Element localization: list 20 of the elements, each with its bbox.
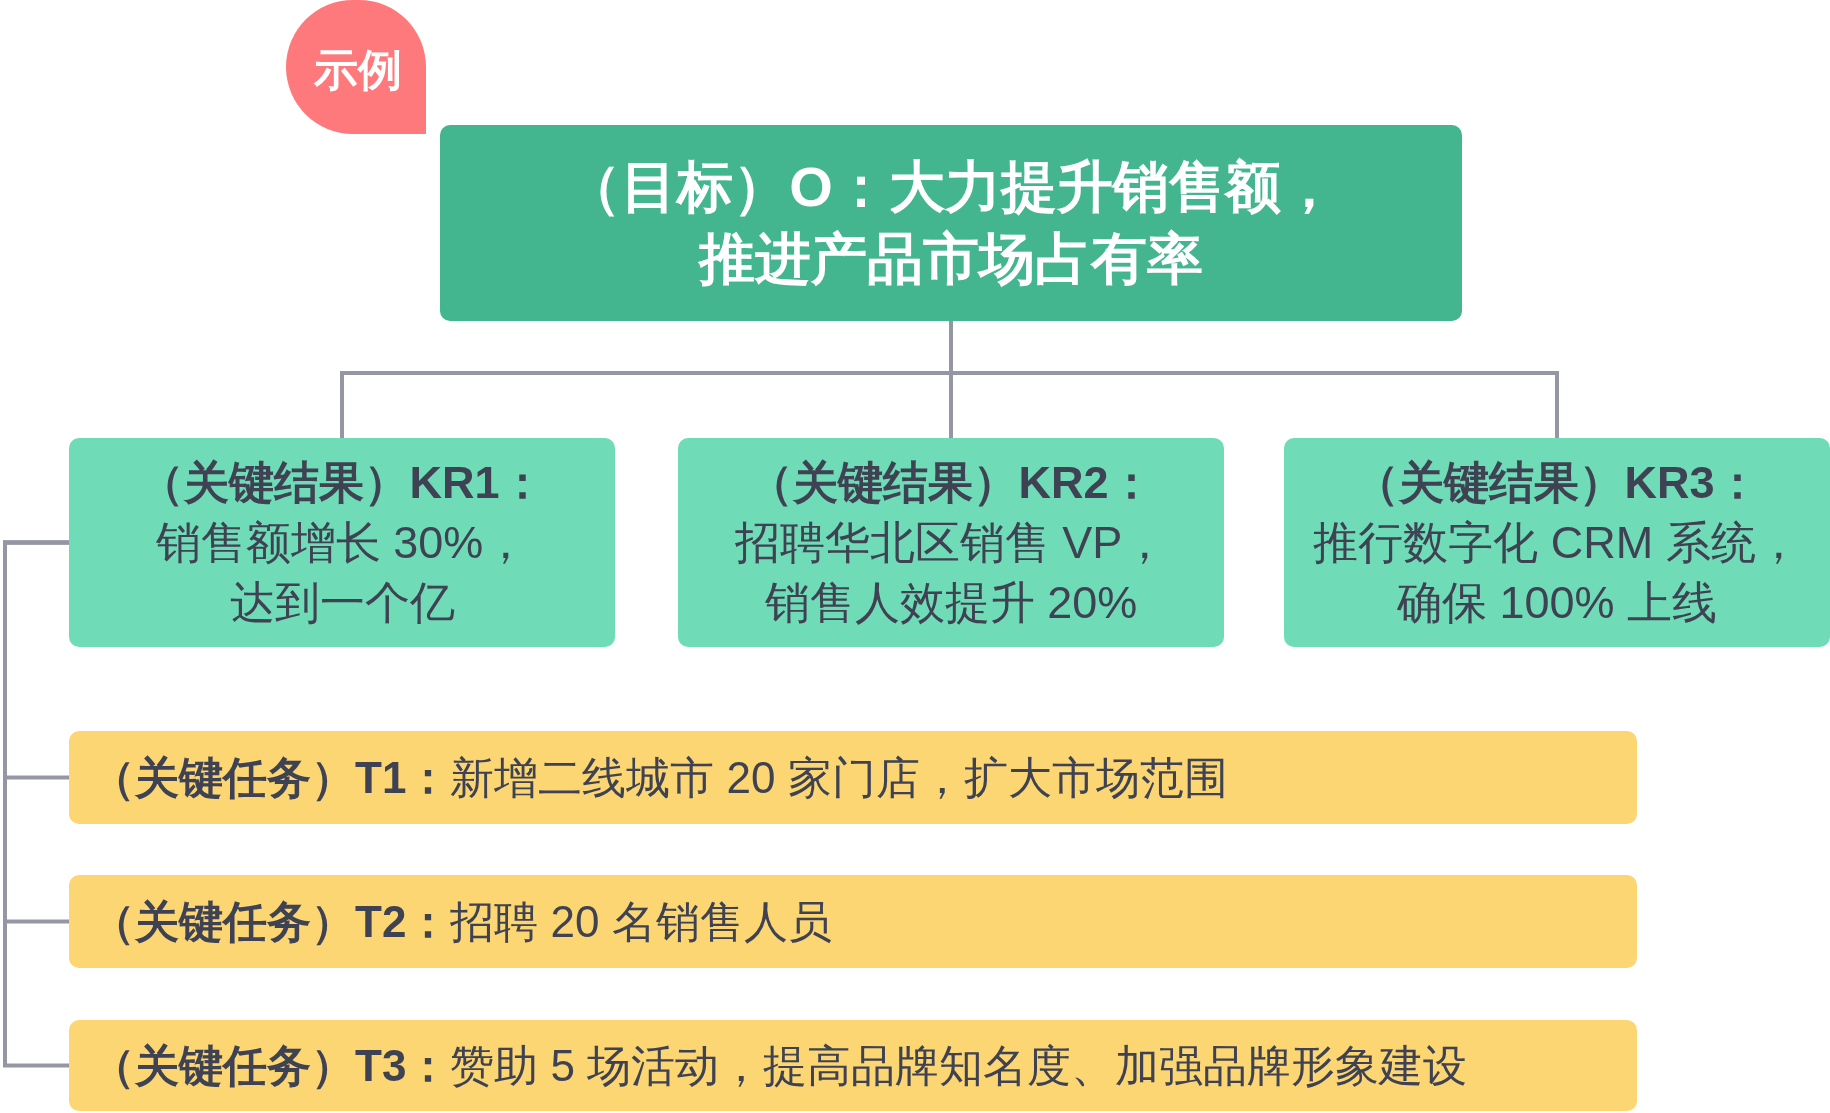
task-text: （关键任务）T3：赞助 5 场活动，提高品牌知名度、加强品牌形象建设 xyxy=(91,1039,1468,1092)
key-result-heading: （关键结果）KR2： xyxy=(748,455,1154,510)
objective-box xyxy=(440,125,1462,321)
example-tag xyxy=(286,0,426,134)
task-bar xyxy=(69,731,1637,824)
key-result-heading: （关键结果）KR3： xyxy=(1354,455,1760,510)
key-result-text: 推行数字化 CRM 系统，确保 100% 上线 xyxy=(1312,515,1802,630)
key-result-text: 销售额增长 30%，达到一个亿 xyxy=(154,515,530,630)
key-result-box xyxy=(1284,438,1830,647)
key-result-heading: （关键结果）KR1： xyxy=(139,455,545,510)
connector-line xyxy=(3,540,71,1068)
key-result-text: 招聘华北区销售 VP，销售人效提升 20% xyxy=(733,515,1169,630)
task-bar xyxy=(69,875,1637,968)
task-text: （关键任务）T1：新增二线城市 20 家门店，扩大市场范围 xyxy=(91,751,1228,804)
task-bar xyxy=(69,1020,1637,1111)
task-text: （关键任务）T2：招聘 20 名销售人员 xyxy=(91,895,832,948)
objective-text: （目标）O：大力提升销售额，推进产品市场占有率 xyxy=(564,154,1338,292)
key-result-box xyxy=(678,438,1224,647)
tag-label: 示例 xyxy=(314,44,402,96)
key-result-box xyxy=(69,438,615,647)
